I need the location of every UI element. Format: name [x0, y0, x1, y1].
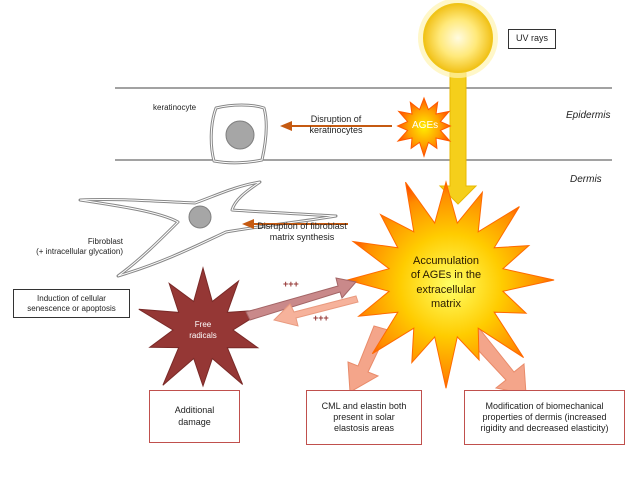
ages-star — [396, 96, 452, 158]
biomechanical-box: Modification of biomechanical properties… — [464, 390, 625, 445]
keratinocyte-label: keratinocyte — [153, 103, 197, 112]
arrow-to-keratinocyte-head — [280, 121, 292, 131]
accumulation-label: Accumulation of AGEs in the extracellula… — [410, 255, 482, 310]
dermis-label: Dermis — [570, 174, 602, 185]
senescence-box: Induction of cellular senescence or apop… — [13, 289, 130, 318]
uv-arrow — [438, 64, 478, 205]
fibroblast-label: Fibroblast (+ intracellular glycation) — [36, 237, 123, 257]
accumulation-star — [345, 180, 555, 389]
fibroblast-nucleus — [188, 205, 212, 229]
disruption-keratinocytes-label: Disruption of keratinocytes — [309, 114, 363, 135]
arrow-ages-to-radicals — [273, 295, 359, 327]
plus-bottom-label: +++ — [313, 313, 329, 323]
additional-damage-box: Additional damage — [149, 390, 240, 443]
sun-icon — [423, 3, 493, 73]
arrow-to-fibroblast-head — [242, 219, 254, 229]
uv-rays-box: UV rays — [508, 29, 556, 49]
disruption-fibroblast-label: Disruption of fibroblast matrix synthesi… — [257, 221, 347, 243]
uv-rays-label: UV rays — [515, 33, 548, 44]
plus-top-label: +++ — [283, 279, 299, 289]
keratinocyte-nucleus — [225, 120, 255, 150]
arrow-radicals-to-ages — [245, 277, 357, 321]
free-radicals-label: Free radicals — [189, 320, 217, 341]
arrow-to-cml — [347, 325, 389, 393]
epidermis-label: Epidermis — [566, 110, 611, 121]
cml-elastin-box: CML and elastin both present in solar el… — [306, 390, 422, 445]
free-radicals-star — [138, 266, 266, 388]
ages-label: AGEs — [412, 120, 439, 131]
